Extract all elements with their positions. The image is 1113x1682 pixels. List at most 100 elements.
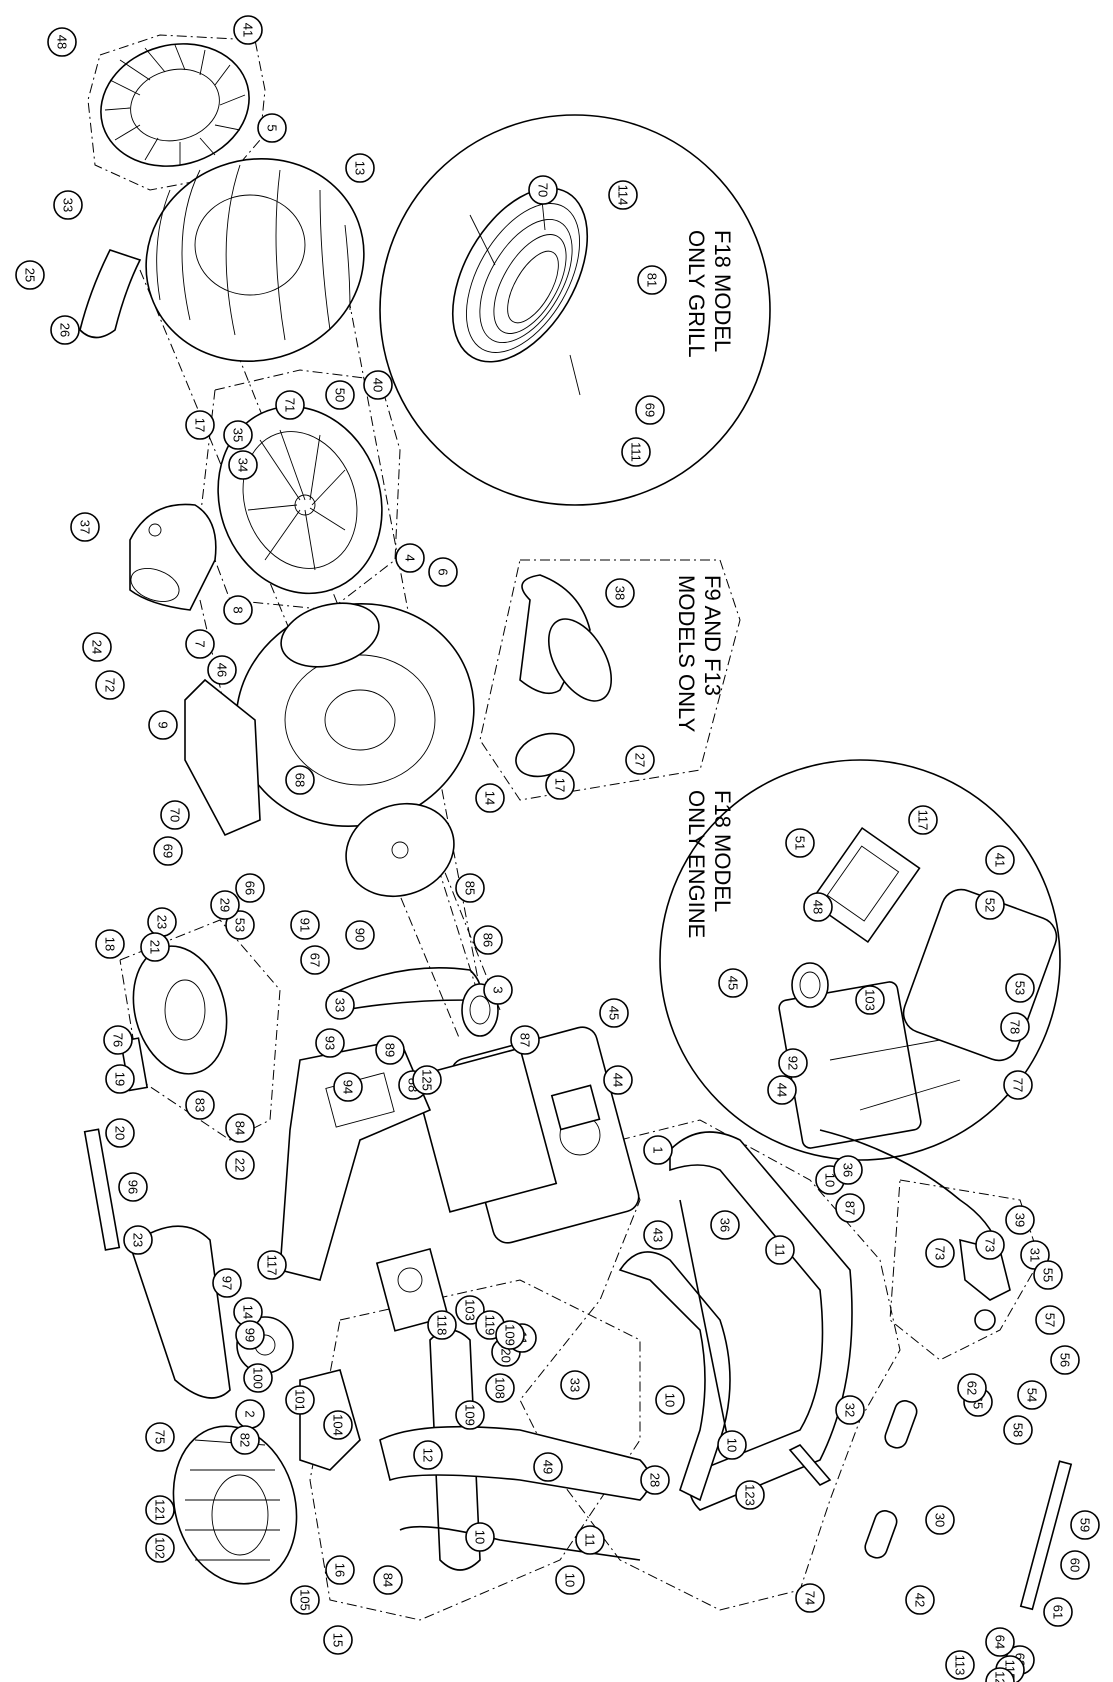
callout-113: 113 bbox=[945, 1650, 975, 1680]
callout-bubble bbox=[495, 1320, 525, 1350]
callout-87: 87 bbox=[510, 1025, 540, 1055]
callout-bubble bbox=[603, 1065, 633, 1095]
callout-bubble bbox=[323, 1625, 353, 1655]
callout-109: 109 bbox=[495, 1320, 525, 1350]
f18-grill-label-line1: F18 MODEL bbox=[710, 230, 735, 352]
callout-103: 103 bbox=[455, 1295, 485, 1325]
callout-number: 81 bbox=[645, 273, 660, 287]
callout-number: 67 bbox=[308, 953, 323, 967]
callout-number: 5 bbox=[265, 124, 280, 131]
callout-bubble bbox=[15, 260, 45, 290]
callout-105: 105 bbox=[290, 1585, 320, 1615]
callout-27: 27 bbox=[625, 745, 655, 775]
callout-bubble bbox=[1035, 1305, 1065, 1335]
callout-bubble bbox=[210, 890, 240, 920]
callout-bubble bbox=[975, 890, 1005, 920]
callout-bubble bbox=[225, 1150, 255, 1180]
callout-35: 35 bbox=[223, 420, 253, 450]
callout-bubble bbox=[325, 1555, 355, 1585]
callout-bubble bbox=[835, 1395, 865, 1425]
wheel-left-part bbox=[83, 945, 228, 1251]
callout-number: 40 bbox=[371, 378, 386, 392]
callout-number: 69 bbox=[161, 844, 176, 858]
callout-number: 68 bbox=[293, 773, 308, 787]
callout-121: 121 bbox=[145, 1495, 175, 1525]
callout-50: 50 bbox=[325, 380, 355, 410]
callout-87: 87 bbox=[835, 1193, 865, 1223]
callout-bubble bbox=[643, 1220, 673, 1250]
callout-bubble bbox=[945, 1650, 975, 1680]
callout-number: 22 bbox=[233, 1158, 248, 1172]
callout-bubble bbox=[908, 805, 938, 835]
callout-bubble bbox=[778, 1048, 808, 1078]
callout-111: 111 bbox=[621, 437, 651, 467]
callout-number: 87 bbox=[843, 1201, 858, 1215]
callout-number: 55 bbox=[1041, 1268, 1056, 1282]
callout-bubble bbox=[118, 1172, 148, 1202]
callout-number: 33 bbox=[61, 198, 76, 212]
callout-33: 33 bbox=[325, 990, 355, 1020]
callout-51: 51 bbox=[785, 828, 815, 858]
callout-number: 38 bbox=[613, 586, 628, 600]
callout-60: 60 bbox=[1060, 1550, 1090, 1580]
callout-37: 37 bbox=[70, 512, 100, 542]
callout-54: 54 bbox=[1017, 1380, 1047, 1410]
callout-123: 123 bbox=[735, 1480, 765, 1510]
callout-number: 49 bbox=[541, 1460, 556, 1474]
callout-number: 11 bbox=[583, 1533, 598, 1547]
callout-bubble bbox=[230, 1425, 260, 1455]
callout-76: 76 bbox=[103, 1025, 133, 1055]
callout-bubble bbox=[275, 390, 305, 420]
callout-66: 66 bbox=[235, 873, 265, 903]
callout-bubble bbox=[1005, 1205, 1035, 1235]
callout-number: 42 bbox=[913, 1593, 928, 1607]
callout-number: 25 bbox=[23, 268, 38, 282]
callout-bubble bbox=[325, 380, 355, 410]
callout-bubble bbox=[803, 892, 833, 922]
callout-bubble bbox=[1003, 1070, 1033, 1100]
callout-number: 100 bbox=[251, 1367, 266, 1389]
callout-91: 91 bbox=[290, 910, 320, 940]
callout-11: 11 bbox=[575, 1525, 605, 1555]
callout-number: 33 bbox=[333, 998, 348, 1012]
callout-number: 46 bbox=[215, 663, 230, 677]
callout-10: 10 bbox=[717, 1430, 747, 1460]
callout-40: 40 bbox=[363, 370, 393, 400]
callout-bubble bbox=[483, 975, 513, 1005]
callout-number: 96 bbox=[126, 1180, 141, 1194]
callout-bubble bbox=[333, 1072, 363, 1102]
callout-number: 69 bbox=[643, 403, 658, 417]
callout-number: 75 bbox=[153, 1430, 168, 1444]
callout-number: 52 bbox=[983, 898, 998, 912]
callout-108: 108 bbox=[485, 1373, 515, 1403]
callout-bubble bbox=[765, 1235, 795, 1265]
callout-bubble bbox=[290, 1585, 320, 1615]
callout-2: 2 bbox=[235, 1399, 265, 1429]
callout-bubble bbox=[925, 1505, 955, 1535]
callout-number: 103 bbox=[463, 1299, 478, 1321]
callout-101: 101 bbox=[285, 1385, 315, 1415]
callout-number: 27 bbox=[633, 753, 648, 767]
callout-number: 57 bbox=[1043, 1313, 1058, 1327]
callout-bubble bbox=[325, 990, 355, 1020]
callout-7: 7 bbox=[185, 629, 215, 659]
callout-number: 41 bbox=[241, 23, 256, 37]
handle-part bbox=[618, 1131, 1073, 1611]
callout-52: 52 bbox=[975, 890, 1005, 920]
callout-bubble bbox=[905, 1585, 935, 1615]
callout-number: 97 bbox=[220, 1276, 235, 1290]
callout-number: 28 bbox=[648, 1473, 663, 1487]
callout-36: 36 bbox=[833, 1155, 863, 1185]
callout-bubble bbox=[427, 1310, 457, 1340]
callout-number: 117 bbox=[265, 1255, 280, 1276]
callout-group: 4841513332526173571504034372472468794614… bbox=[15, 15, 1100, 1682]
callout-bubble bbox=[145, 1495, 175, 1525]
callout-number: 125 bbox=[420, 1069, 435, 1091]
callout-72: 72 bbox=[95, 670, 125, 700]
callout-9: 9 bbox=[148, 710, 178, 740]
callout-number: 62 bbox=[965, 1381, 980, 1395]
callout-10: 10 bbox=[655, 1385, 685, 1415]
callout-42: 42 bbox=[905, 1585, 935, 1615]
plate-85-part bbox=[345, 802, 455, 898]
callout-number: 13 bbox=[353, 161, 368, 175]
